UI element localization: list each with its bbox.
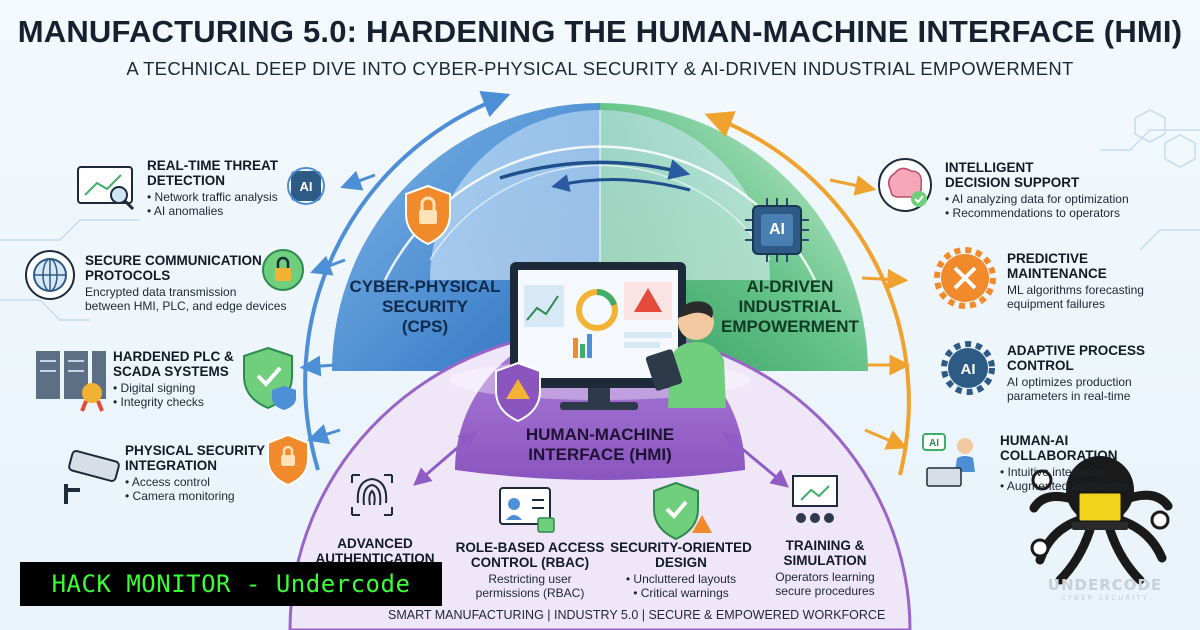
- page-subtitle: A TECHNICAL DEEP DIVE INTO CYBER-PHYSICA…: [126, 58, 1074, 79]
- left-item-hardened-plc: HARDENED PLC &SCADA SYSTEMS Digital sign…: [113, 349, 253, 409]
- right-outer-arc: [704, 111, 911, 476]
- analytics-search-icon: [77, 166, 135, 211]
- ai-gear-icon: AI: [941, 341, 995, 395]
- svg-text:AI: AI: [929, 438, 939, 449]
- presentation-icon: [792, 475, 838, 523]
- lock-green-icon: [262, 249, 304, 291]
- circuit-decoration: [0, 109, 1200, 321]
- gear-tools-icon: [934, 247, 996, 309]
- server-rack-icon: [36, 351, 106, 412]
- hack-monitor-banner: HACK MONITOR - Undercode: [20, 562, 442, 606]
- lock-shield-icon: [405, 184, 451, 246]
- page-title: MANUFACTURING 5.0: HARDENING THE HUMAN-M…: [17, 14, 1183, 49]
- warning-shield-icon: [495, 361, 541, 423]
- security-camera-icon: [64, 450, 120, 504]
- undercode-logo-text: UNDERCODE: [1047, 576, 1163, 594]
- shield-check-icon: [653, 481, 712, 541]
- ai-chip-label: AI: [769, 221, 785, 238]
- operator-laptop-icon: AI: [922, 433, 975, 487]
- undercode-logo-subtext: CYBER SECURITY: [1061, 594, 1149, 602]
- check-shield-icon: [243, 346, 296, 410]
- hmi-monitor-illustration: [510, 262, 726, 410]
- svg-text:AI: AI: [961, 361, 976, 378]
- globe-network-icon: [25, 250, 75, 300]
- user-lock-icon: [499, 487, 555, 533]
- lock-shield-orange-icon: [267, 433, 309, 487]
- footer-tagline: SMART MANUFACTURING | INDUSTRY 5.0 | SEC…: [388, 608, 886, 622]
- left-outer-arc: [303, 91, 511, 471]
- brain-icon: [878, 158, 932, 212]
- ai-chip-icon: [745, 198, 809, 262]
- fingerprint-icon: [351, 474, 393, 516]
